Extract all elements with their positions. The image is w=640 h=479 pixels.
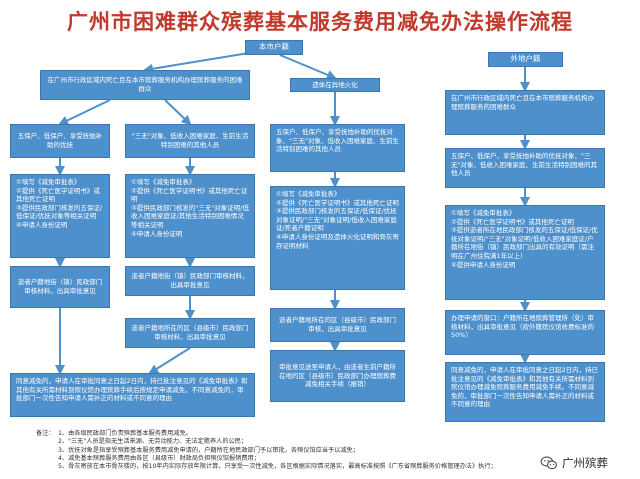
node-b-step2: 逝者户籍地所在的区（县级市）民政部门审核材料，出具审批意见 bbox=[125, 318, 255, 348]
note-item: 5、骨灰寄放在本市骨灰楼的，按10年内实际存放年限计算，只享受一次性减免，各区根… bbox=[58, 463, 497, 471]
watermark-label: 广州殡葬 bbox=[562, 456, 608, 470]
node-d-docs: ①填写《减免审批表》 ②提供《死亡医学证明书》或其他死亡证明 ③提供逝者所在地民… bbox=[445, 205, 605, 300]
node-a-docs: ①填写《减免审批表》 ②提供《死亡医学证明书》或其他死亡证明 ③提供民政部门核发… bbox=[10, 174, 110, 258]
note-item: 4、减免基本殡葬服务费用由各区（县级市）财政局负担殡仪馆报销费用； bbox=[58, 454, 260, 462]
node-b-cat: "三无"对象、低收入困难家庭、生前生活特别困难的其他人员 bbox=[125, 124, 255, 158]
node-b-docs: ①填写《减免审批表》 ②提供《死亡医学证明书》或其他死亡证明 ③提供民政部门核发… bbox=[125, 174, 255, 258]
note-item: 2、"三无"人员是指无生活来源、无劳动能力、无法定赡养人的公民； bbox=[58, 438, 248, 446]
node-c-docs: ①填写《减免审批表》 ②提供《死亡医学证明书》或其他死亡证明 ③提供民政部门核发… bbox=[270, 186, 405, 290]
node-c-cat: 五保户、低保户、享受抚恤补助的优抚对象、"三无"对象、低收入困难家庭、生前生活特… bbox=[270, 124, 405, 172]
node-a-step: 逝者户籍地街（镇）民政部门审核材料，出具审批意见 bbox=[10, 266, 110, 308]
node-nonlocal: 外地户籍 bbox=[488, 52, 563, 67]
notes: 备注：1、由各级民政部门负责殡葬基本服务费用减免。 2、"三无"人员是指无生活来… bbox=[36, 430, 566, 471]
arrow-local-remote bbox=[279, 54, 337, 80]
notes-label: 备注： bbox=[36, 430, 55, 437]
node-d-cat: 五保户、低保户、享受抚恤补助的优抚对象、"三无"对象、低收入困难家庭、生前生活特… bbox=[445, 148, 605, 188]
note-item: 3、优抚对象是指享受殡葬基本服务费用减免申请的，户籍所在地民政部门予以审批，各殡… bbox=[58, 446, 359, 454]
node-local-remote: 遗体在异地火化 bbox=[290, 78, 380, 92]
node-local: 本市户籍 bbox=[245, 40, 303, 55]
node-d-step: 办理申请的窗口：户籍所在地殡葬管理所（处）审核材料，出具审批意见（按外籍殡仪馆收… bbox=[445, 310, 605, 355]
node-b-step: 逝者户籍地街（镇）民政部门审核材料，出具审批意见 bbox=[125, 266, 255, 296]
node-nonlocal-city: 在广州市行政区域内死亡且在本市殡葬服务机构办理殡葬服务的困难群众 bbox=[445, 90, 605, 135]
note-item: 1、由各级民政部门负责殡葬基本服务费用减免。 bbox=[58, 430, 192, 437]
node-a-cat: 五保户、低保户、享受抚恤补助的优抚 bbox=[10, 124, 110, 158]
watermark: 广州殡葬 bbox=[540, 452, 632, 474]
node-local-city: 在广州市行政区域内死亡且在本市殡葬服务机构办理殡葬服务的困难群众 bbox=[40, 70, 250, 100]
node-d-final: 同意减免的，申请人在审批同意之日起2日内，持已批注意见的《减免审批表》和其他有关… bbox=[445, 362, 605, 422]
wechat-icon bbox=[540, 456, 558, 470]
arrow-city-b bbox=[164, 99, 192, 126]
node-a-final: 同意减免的，申请人在审批同意之日起2日内，持已批注意见的《减免审批表》和其他有关… bbox=[10, 373, 255, 417]
arrow-city-a bbox=[58, 99, 111, 126]
page-title: 广州市困难群众殡葬基本服务费用减免办法操作流程 bbox=[67, 9, 573, 34]
node-c-step2: 审批意见送至申请人，由逝者生前户籍所在地的区（县级市）民政部门办理殡葬费减免相关… bbox=[270, 350, 405, 402]
node-c-step: 逝者户籍地所在的区（县级市）民政部门审核，出具审批意见 bbox=[270, 308, 405, 342]
